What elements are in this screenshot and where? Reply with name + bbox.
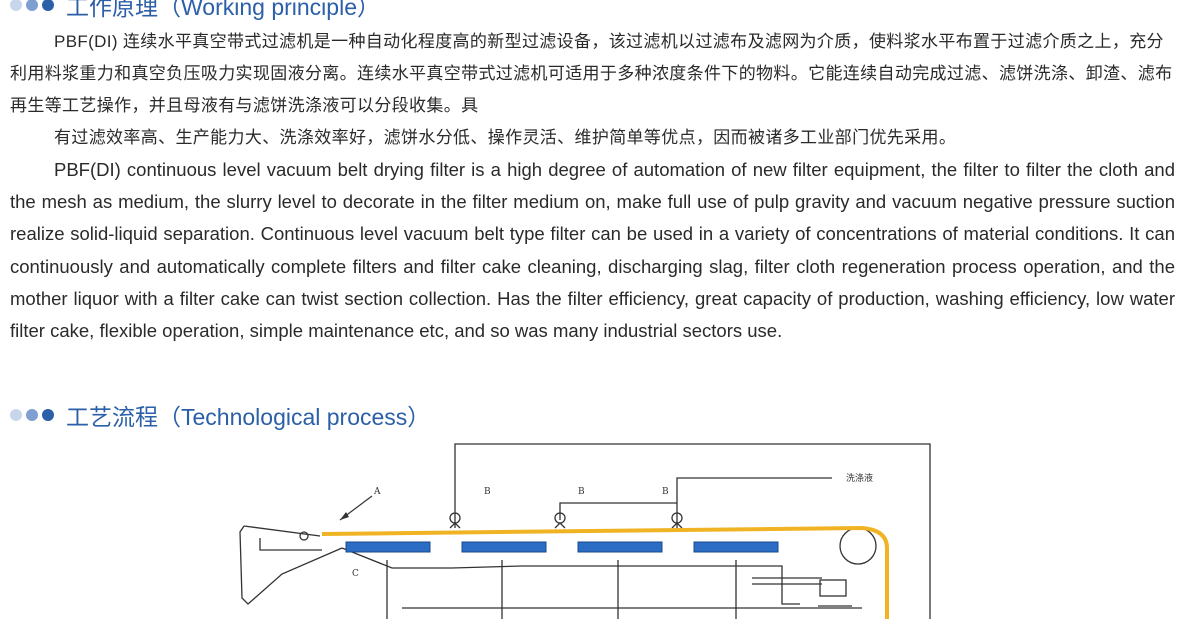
label-b2: B <box>578 487 585 497</box>
section-title: 工艺流程（Technological process） <box>66 404 431 430</box>
label-c: C <box>352 569 359 579</box>
process-diagram: A B B B C 洗涤液 <box>222 438 942 619</box>
dot-light-icon <box>10 0 22 11</box>
paragraph-english: PBF(DI) continuous level vacuum belt dry… <box>10 159 1175 342</box>
process-diagram-svg: A B B B C 洗涤液 <box>239 443 931 619</box>
vacuum-box <box>461 541 547 553</box>
dot-dark-icon <box>42 409 54 421</box>
vacuum-box <box>693 541 779 553</box>
label-a: A <box>373 487 381 497</box>
section-title: 工作原理（Working principle） <box>66 0 380 20</box>
bullet-dots-icon <box>10 409 54 421</box>
paragraph-chinese-line2: 有过滤效率高、生产能力大、洗涤效率好，滤饼水分低、操作灵活、维护简单等优点，因而… <box>54 128 957 147</box>
dot-light-icon <box>10 409 22 421</box>
filter-belt <box>321 525 889 619</box>
dot-mid-icon <box>26 409 38 421</box>
paragraph-chinese: PBF(DI) 连续水平真空带式过滤机是一种自动化程度高的新型过滤设备，该过滤机… <box>10 26 1175 154</box>
vacuum-box <box>577 541 663 553</box>
dot-dark-icon <box>42 0 54 11</box>
vacuum-box <box>345 541 431 553</box>
section-header-technological-process: 工艺流程（Technological process） <box>10 398 430 432</box>
label-b3: B <box>662 487 669 497</box>
label-wash-liquid: 洗涤液 <box>846 472 873 484</box>
bullet-dots-icon <box>10 0 54 11</box>
paragraph-chinese-line1: PBF(DI) 连续水平真空带式过滤机是一种自动化程度高的新型过滤设备，该过滤机… <box>10 32 1173 115</box>
label-b1: B <box>484 487 491 497</box>
dot-mid-icon <box>26 0 38 11</box>
section-header-working-principle: 工作原理（Working principle） <box>10 0 380 22</box>
